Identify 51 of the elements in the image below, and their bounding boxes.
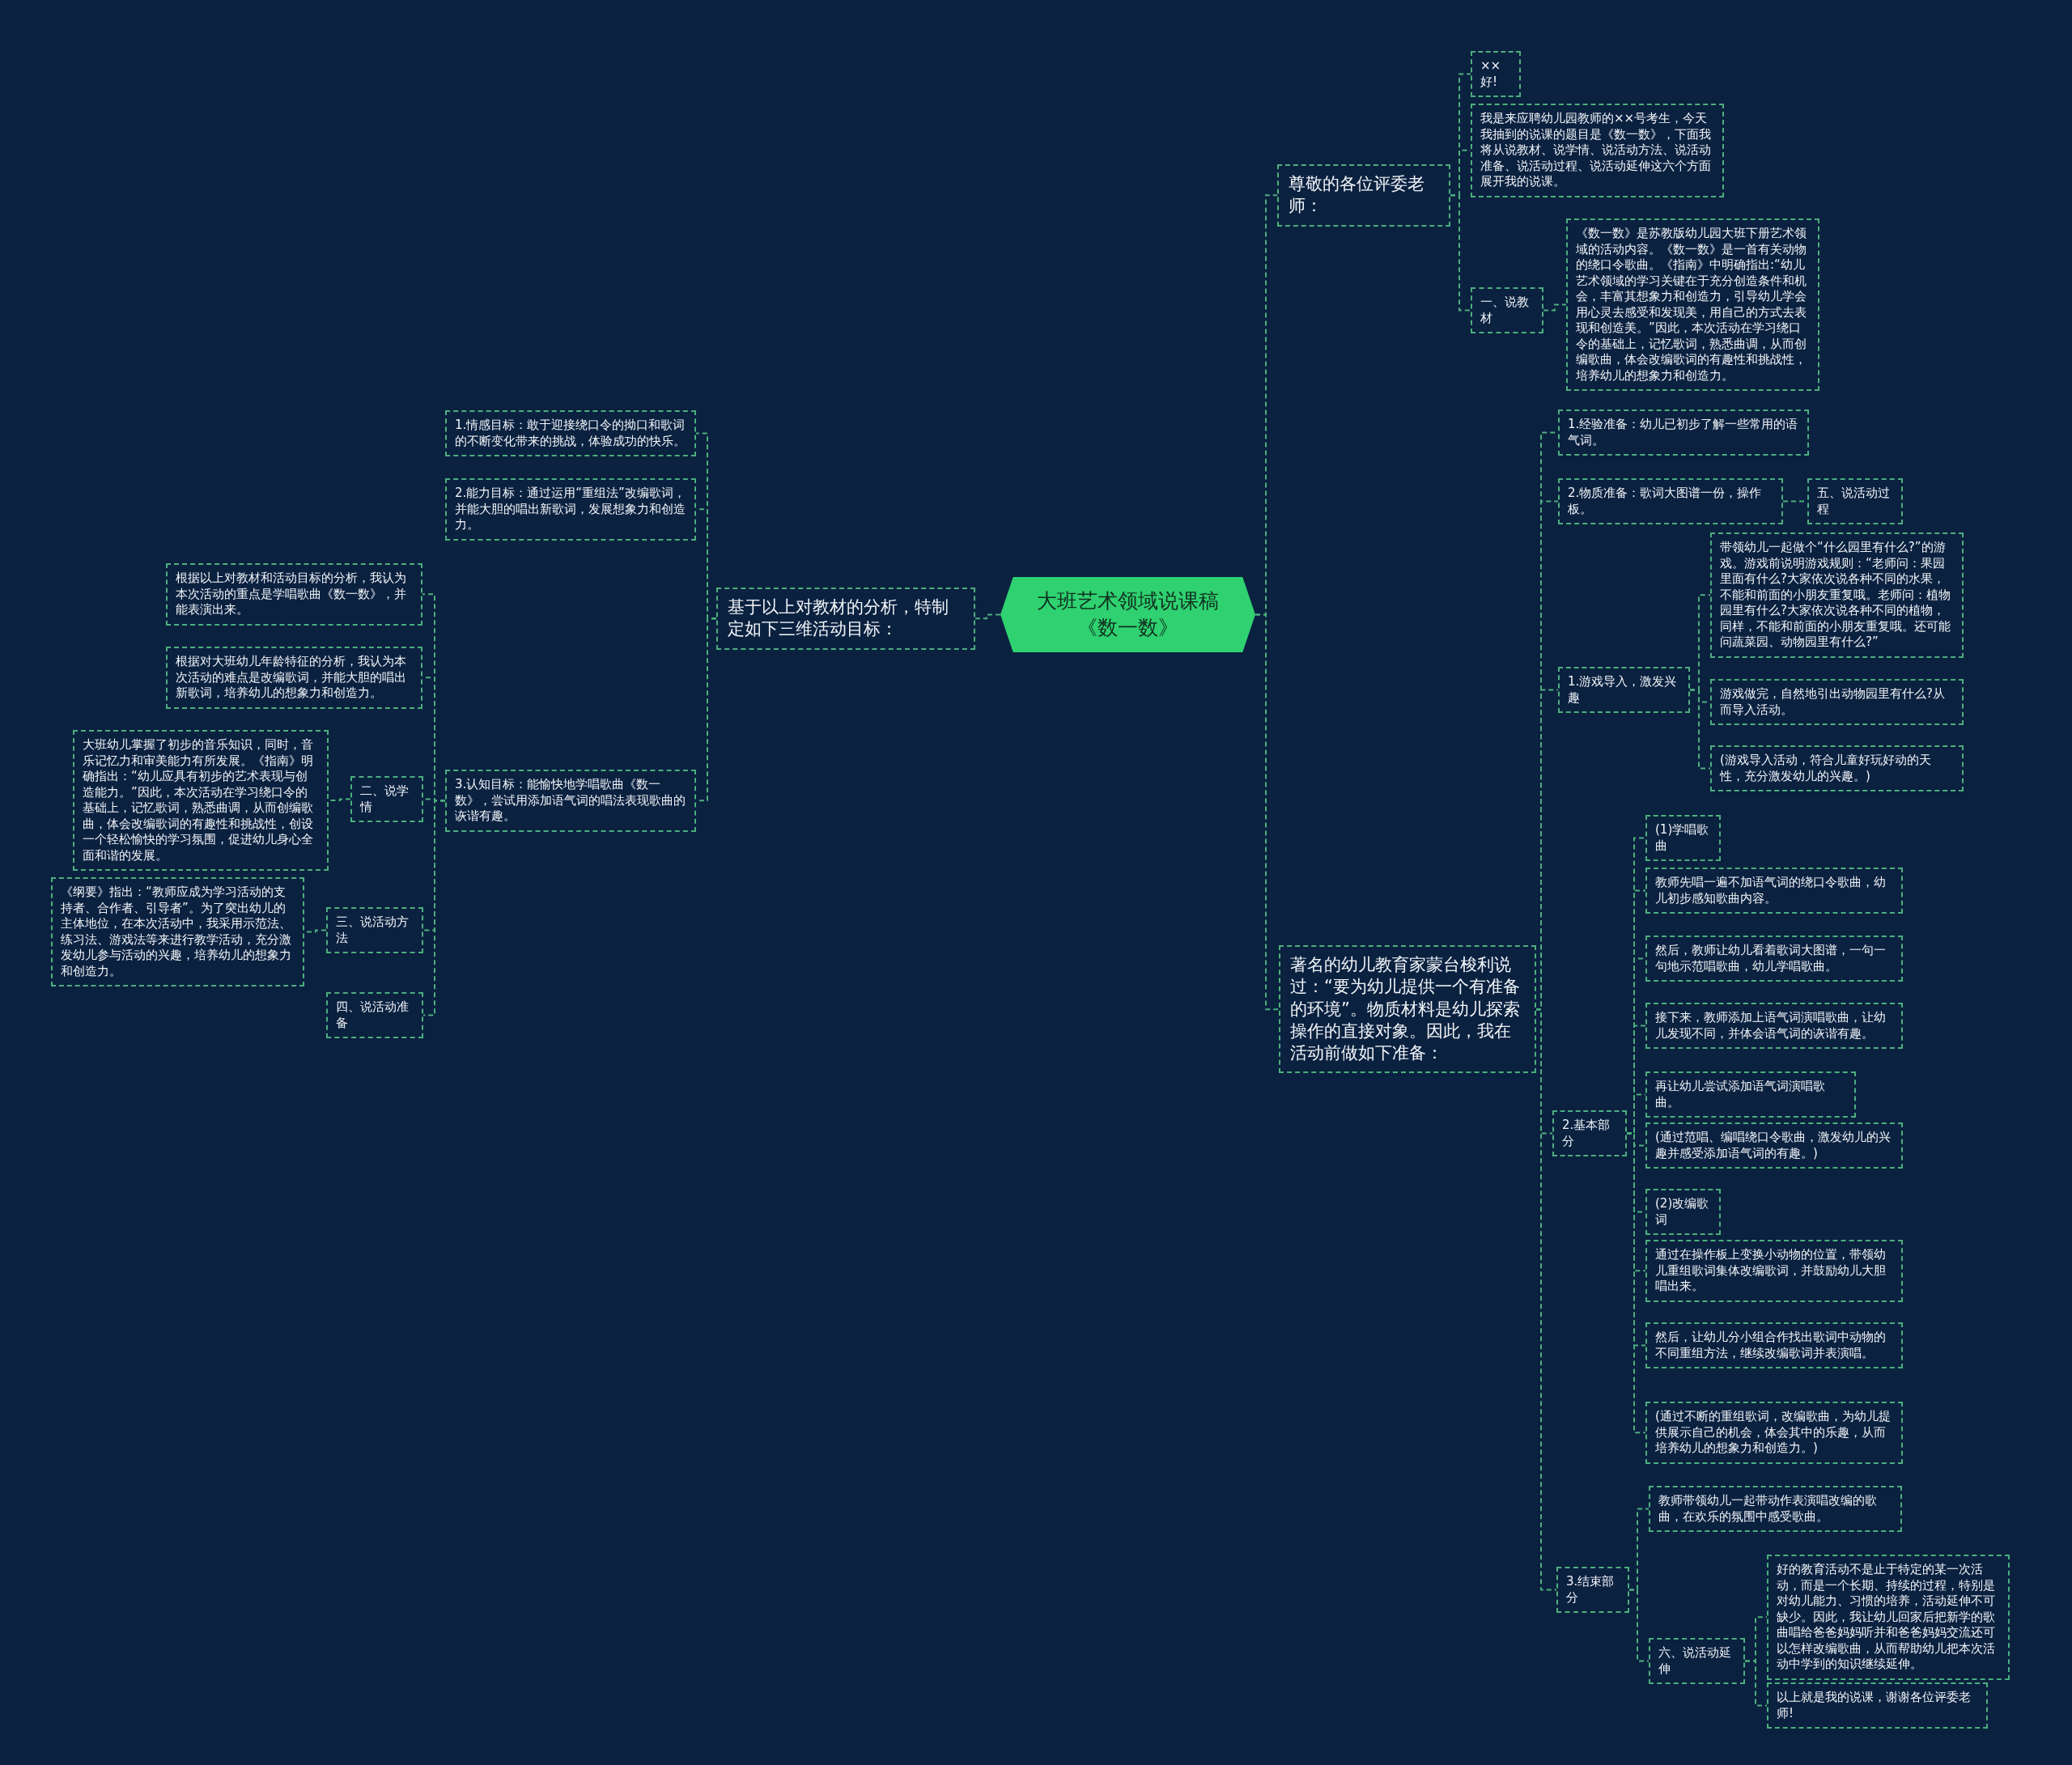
text-box: 根据以上对教材和活动目标的分析，我认为本次活动的重点是学唱歌曲《数一数》，并能表演出来。 bbox=[166, 563, 422, 626]
connector bbox=[1450, 194, 1471, 312]
text-box: 二、说学情 bbox=[350, 776, 423, 822]
text-box: 带领幼儿一起做个“什么园里有什么?”的游戏。游戏前说明游戏规则：“老师问：果园里面有什么?大家依次说各种不同的水果，不能和前面的小朋友重复哦。老师问：植物园里有什么?大家依次说各种不同的植物，同样，不能和前面的小朋友重复哦。还可能问蔬菜园、动物园里有什么?” bbox=[1710, 532, 1964, 658]
text-box: 教师先唱一遍不加语气词的绕口令歌曲，幼儿初步感知歌曲内容。 bbox=[1645, 868, 1903, 914]
central-topic: 大班艺术领域说课稿《数一数》 bbox=[1000, 577, 1255, 652]
connector bbox=[1535, 1008, 1557, 1591]
text-box: 然后，教师让幼儿看着歌词大图谱，一句一句地示范唱歌曲，幼儿学唱歌曲。 bbox=[1645, 936, 1903, 982]
text-box: (游戏导入活动，符合儿童好玩好动的天性，充分激发幼儿的兴趣。) bbox=[1710, 745, 1964, 791]
text-box: 游戏做完，自然地引出动物园里有什么?从而导入活动。 bbox=[1710, 679, 1964, 725]
text-box: 3.认知目标：能愉快地学唱歌曲《数一数》，尝试用添加语气词的唱法表现歌曲的诙谐有趣。 bbox=[445, 770, 696, 832]
text-box: (1)学唱歌曲 bbox=[1645, 815, 1721, 861]
text-box: 2.能力目标：通过运用“重组法”改编歌词，并能大胆的唱出新歌词，发展想象力和创造力。 bbox=[445, 478, 696, 541]
text-box: 好的教育活动不是止于特定的某一次活动，而是一个长期、持续的过程，特别是对幼儿能力、习惯的培养，活动延伸不可缺少。因此，我让幼儿回家后把新学的歌曲唱给爸爸妈妈听并和爸爸妈妈交流还可以怎样改编歌曲，从而帮助幼儿把本次活动中学到的知识继续延伸。 bbox=[1767, 1555, 2010, 1680]
text-box: (通过范唱、编唱绕口令歌曲，激发幼儿的兴趣并感受添加语气词的有趣。) bbox=[1645, 1122, 1903, 1169]
text-box: 通过在操作板上变换小动物的位置，带领幼儿重组歌词集体改编歌词，并鼓励幼儿大胆唱出来。 bbox=[1645, 1240, 1903, 1302]
connector bbox=[1689, 689, 1711, 770]
text-box: 3.结束部分 bbox=[1556, 1567, 1629, 1613]
text-box: 《纲要》指出：“教师应成为学习活动的支持者、合作者、引导者”。为了突出幼儿的主体地位，在本次活动中，我采用示范法、练习法、游戏法等来进行教学活动，充分激发幼儿参与活动的兴趣，培养幼儿的想象力和创造力。 bbox=[51, 877, 304, 986]
text-box: 再让幼儿尝试添加语气词演唱歌曲。 bbox=[1645, 1071, 1856, 1118]
text-box: 《数一数》是苏教版幼儿园大班下册艺术领域的活动内容。《数一数》是一首有关动物的绕口令歌曲。《指南》中明确指出:“幼儿艺术领域的学习关键在于充分创造条件和机会，丰富其想象力和创造力，引导幼儿学会用心灵去感受和发现美，用自己的方式去表现和创造美。”因此，本次活动在学习绕口令的基础上，记忆歌词，熟悉曲调，从而创编歌曲，体会改编歌词的有趣性和挑战性，培养幼儿的想象力和创造力。 bbox=[1566, 219, 1819, 391]
connector bbox=[974, 613, 1001, 620]
text-box: 2.物质准备：歌词大图谱一份，操作板。 bbox=[1558, 478, 1783, 524]
text-box: 1.情感目标：敢于迎接绕口令的拗口和歌词的不断变化带来的挑战，体验成功的快乐。 bbox=[445, 410, 696, 456]
connector bbox=[1255, 613, 1280, 1011]
text-box: 教师带领幼儿一起带动作表演唱改编的歌曲，在欢乐的氛围中感受歌曲。 bbox=[1649, 1486, 1902, 1532]
topic-box: 尊敬的各位评委老师： bbox=[1277, 164, 1450, 227]
connector bbox=[1626, 1132, 1646, 1434]
text-box: 六、说活动延伸 bbox=[1649, 1638, 1745, 1684]
topic-box: 基于以上对教材的分析，特制定如下三维活动目标： bbox=[716, 588, 975, 650]
text-box: 1.游戏导入，激发兴趣 bbox=[1558, 667, 1690, 713]
text-box: 我是来应聘幼儿园教师的××号考生，今天我抽到的说课的题目是《数一数》，下面我将从说教材、说学情、说活动方法、说活动准备、说活动过程、说活动延伸这六个方面展开我的说课。 bbox=[1471, 104, 1724, 197]
connector bbox=[1744, 1660, 1768, 1707]
text-box: 大班幼儿掌握了初步的音乐知识，同时，音乐记忆力和审美能力有所发展。《指南》明确指出：“幼儿应具有初步的艺术表现与创造能力。”因此，本次活动在学习绕口令的基础上，记忆歌词，熟悉曲调，从而创编歌曲，体会改编歌词的有趣性和挑战性，创设一个轻松愉快的学习氛围，促进幼儿身心全面和谐的发展。 bbox=[73, 730, 329, 871]
text-box: 接下来，教师添加上语气词演唱歌曲，让幼儿发现不同，并体会语气词的诙谐有趣。 bbox=[1645, 1003, 1903, 1049]
text-box: (通过不断的重组歌词，改编歌曲，为幼儿提供展示自己的机会，体会其中的乐趣，从而培养幼儿的想象力和创造力。) bbox=[1645, 1402, 1903, 1464]
text-box: 三、说活动方法 bbox=[326, 907, 423, 953]
text-box: 根据对大班幼儿年龄特征的分析，我认为本次活动的难点是改编歌词，并能大胆的唱出新歌词，培养幼儿的想象力和创造力。 bbox=[166, 647, 422, 709]
connector bbox=[1628, 1589, 1650, 1662]
text-box: 2.基本部分 bbox=[1552, 1110, 1627, 1156]
topic-box: 著名的幼儿教育家蒙台梭利说过：“要为幼儿提供一个有准备的环境”。物质材料是幼儿探索操作的直接对象。因此，我在活动前做如下准备： bbox=[1279, 945, 1536, 1074]
text-box: 四、说活动准备 bbox=[326, 992, 423, 1038]
text-box: (2)改编歌词 bbox=[1645, 1189, 1721, 1235]
text-box: 然后，让幼儿分小组合作找出歌词中动物的不同重组方法，继续改编歌词并表演唱。 bbox=[1645, 1322, 1903, 1368]
connector bbox=[1543, 303, 1567, 312]
text-box: 以上就是我的说课，谢谢各位评委老师! bbox=[1767, 1682, 1988, 1729]
text-box: 一、说教材 bbox=[1471, 287, 1543, 333]
text-box: ××好! bbox=[1471, 51, 1521, 97]
text-box: 1.经验准备：幼儿已初步了解一些常用的语气词。 bbox=[1558, 409, 1809, 456]
connector bbox=[422, 800, 446, 1016]
text-box: 五、说活动过程 bbox=[1807, 478, 1903, 524]
